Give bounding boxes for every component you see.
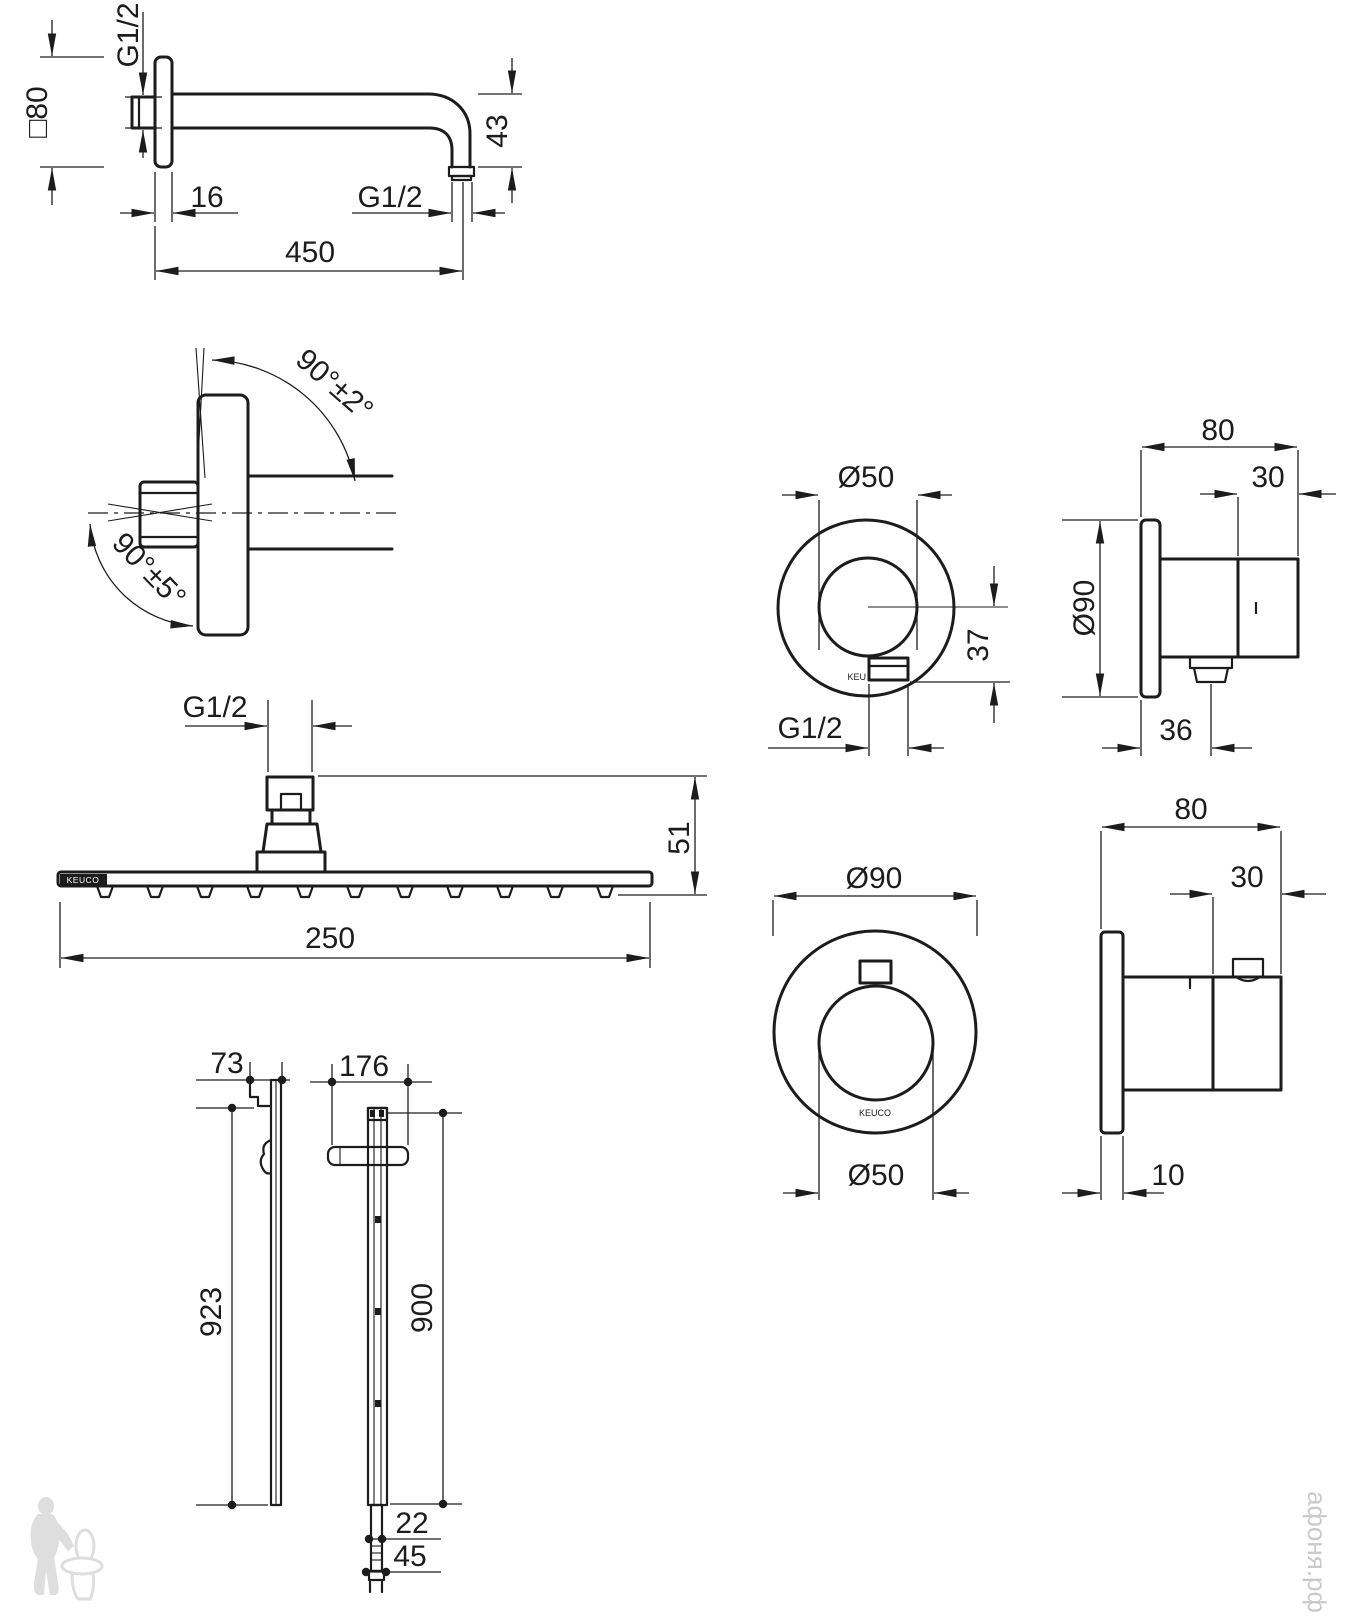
dim-rail-total-height: 923 [195, 1287, 228, 1337]
outlet-side-geometry [1139, 518, 1300, 699]
dim-thermostat-depth: 80 [1174, 793, 1207, 826]
rail-front-dimensions: 176 900 22 45 [310, 1050, 462, 1577]
thermostat-side-tab [1231, 957, 1265, 979]
thermostat-knob [817, 984, 935, 1102]
dim-outlet-distance: 36 [1159, 714, 1192, 747]
arm-outlet-lip [450, 174, 473, 182]
outlet-side-body [1158, 557, 1240, 659]
outlet-side-nozzle-tip [1192, 666, 1230, 684]
dim-rail-lower-offset: 22 [395, 1507, 428, 1540]
head-plate [56, 870, 654, 888]
dim-outlet-handle-depth: 30 [1251, 461, 1284, 494]
head-connector-tab [279, 792, 303, 812]
dim-outlet-depth: 80 [1201, 414, 1234, 447]
watermark-site-text: афоня.рф [1302, 1491, 1332, 1613]
dim-arm-projection: 450 [285, 236, 335, 269]
head-brand-label: KEUCO [67, 875, 100, 885]
view-shower-arm: G1/2 □80 16 G1/2 450 [21, 2, 522, 280]
view-rail-side: 73 923 [195, 1047, 290, 1510]
dim-arm-outlet-drop: 43 [481, 114, 514, 147]
dim-arm-flange-size: □80 [21, 86, 54, 138]
outlet-spout [867, 656, 910, 682]
dim-outlet-knob-diameter: Ø50 [838, 461, 895, 494]
head-geometry: KEUCO [56, 775, 654, 899]
dim-thermostat-knob-diameter: Ø50 [848, 1159, 905, 1192]
rail-side-geometry [248, 1078, 283, 1507]
view-thermostat-front: KEUCO Ø90 Ø50 [772, 862, 978, 1200]
thermostat-side-geometry [1099, 930, 1283, 1135]
view-rail-front: 176 900 22 45 [310, 1050, 462, 1594]
dim-outlet-plate-diameter: Ø90 [1068, 580, 1101, 637]
outlet-side-flange [1139, 518, 1162, 699]
shower-arm-dimensions: G1/2 □80 16 G1/2 450 [21, 2, 522, 280]
thermostat-knob-tab [858, 959, 893, 985]
head-connector-cone [261, 822, 323, 854]
dim-head-thread: G1/2 [182, 691, 247, 724]
arm-thread-nut [130, 95, 157, 130]
dim-arm-flange-depth: 16 [190, 181, 223, 214]
head-connector-collar [270, 808, 312, 826]
thermostat-side-knob [1211, 975, 1283, 1092]
dim-angle-upper: 90°±2° [289, 343, 379, 427]
dim-head-diameter: 250 [305, 922, 355, 955]
arm-tube-outer [170, 92, 472, 169]
angle-dimensions: 90°±2° 90°±5° [87, 343, 379, 629]
dim-thermostat-knob-depth: 30 [1230, 861, 1263, 894]
view-head-shower: KEUCO [56, 691, 707, 968]
shower-arm-geometry [130, 55, 476, 182]
outlet-side-cover [1236, 557, 1300, 659]
thermostat-brand-label: KEUCO [859, 1108, 891, 1118]
view-thermostat-side: 80 30 10 [1062, 793, 1326, 1200]
dim-rail-wall-offset: 73 [210, 1047, 243, 1080]
view-wall-outlet-front: KEU Ø50 37 G1/2 [768, 461, 1010, 756]
rail-side-dimensions: 73 923 [195, 1047, 290, 1510]
rail-side-bracket [248, 1078, 273, 1108]
dim-rail-end-offset: 45 [393, 1540, 426, 1573]
dim-rail-height: 900 [406, 1283, 439, 1333]
thermostat-side-body [1121, 975, 1215, 1092]
thermostat-front-dimensions: Ø90 Ø50 [772, 862, 978, 1200]
dim-rail-mount-spacing: 176 [339, 1050, 389, 1083]
rail-side-holder [259, 1138, 273, 1175]
outlet-side-dimensions: 80 30 Ø90 36 [1062, 414, 1336, 756]
dim-angle-lower: 90°±5° [106, 526, 193, 614]
arm-wall-flange [153, 55, 174, 169]
watermark-plumber-logo [30, 1497, 104, 1601]
head-connector-base [255, 850, 327, 874]
rail-front-bracket [366, 1106, 389, 1122]
outlet-side-nozzle [1188, 655, 1234, 670]
dim-outlet-thread: G1/2 [777, 712, 842, 745]
dim-thermostat-plate-depth: 10 [1151, 1159, 1184, 1192]
thermostat-side-flange [1099, 930, 1125, 1135]
dim-outlet-offset: 37 [962, 628, 995, 661]
dim-arm-outlet-thread: G1/2 [357, 181, 422, 214]
arm-tube-inner [170, 126, 454, 169]
rail-front-geometry [326, 1106, 410, 1594]
head-brand-badge [60, 874, 107, 885]
thermostat-front-geometry: KEUCO [772, 929, 978, 1135]
view-wall-outlet-side: 80 30 Ø90 36 [1062, 414, 1336, 756]
outlet-front-geometry: KEU [776, 518, 1008, 698]
dim-arm-thread-top: G1/2 [112, 2, 145, 67]
outlet-front-dimensions: Ø50 37 G1/2 [768, 461, 1010, 756]
view-mounting-angle: 90°±2° 90°±5° [87, 343, 398, 637]
rail-front-bar [366, 1106, 389, 1507]
dim-thermostat-plate-diameter: Ø90 [846, 862, 903, 895]
thermostat-side-dimensions: 80 30 10 [1062, 793, 1326, 1200]
outlet-brand-label: KEU [847, 672, 866, 682]
outlet-escutcheon [776, 518, 956, 698]
dim-head-height: 51 [663, 821, 696, 854]
head-nozzles [95, 884, 615, 899]
angle-flange [196, 393, 250, 637]
head-dimensions: G1/2 51 250 [59, 691, 707, 968]
thermostat-escutcheon [772, 929, 978, 1135]
